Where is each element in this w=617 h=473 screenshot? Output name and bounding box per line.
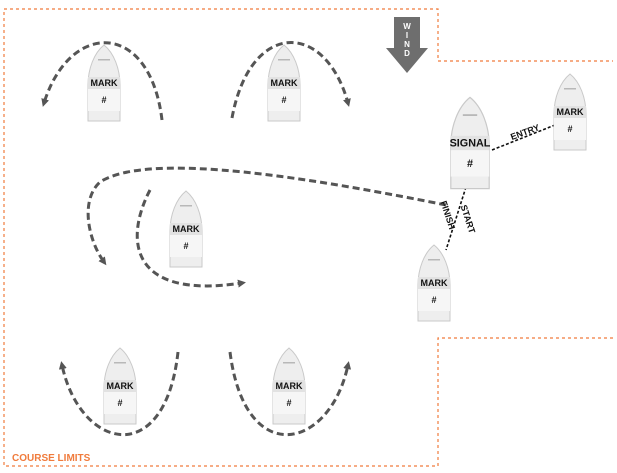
boat-number: # xyxy=(467,158,473,170)
boat-mark-start-finish: MARK # xyxy=(417,244,451,322)
wind-arrow-icon: W I N D xyxy=(386,17,428,73)
path-top-middle-loop xyxy=(230,41,351,119)
boat-mark-top-middle: MARK # xyxy=(267,44,301,122)
path-bottom-middle-loop xyxy=(228,351,352,437)
boat-mark-top-left: MARK # xyxy=(87,44,121,122)
entry-label: ENTRY xyxy=(509,122,541,142)
course-limits-boundary xyxy=(3,8,613,467)
boat-number: # xyxy=(431,295,436,305)
boat-label: MARK xyxy=(173,224,200,234)
boat-number: # xyxy=(117,398,122,408)
wind-letter-d: D xyxy=(404,49,410,58)
boat-number: # xyxy=(281,95,286,105)
boat-mark-bottom-middle: MARK # xyxy=(272,347,306,425)
path-top-left-loop xyxy=(41,41,164,121)
entry-line xyxy=(491,124,556,151)
start-finish-line xyxy=(445,186,467,251)
wind-letter-w: W xyxy=(403,22,411,31)
boat-mark-bottom-left: MARK # xyxy=(103,347,137,425)
boat-signal: SIGNAL # xyxy=(450,96,491,190)
boat-label: MARK xyxy=(91,78,118,88)
boat-number: # xyxy=(183,241,188,251)
boat-label: MARK xyxy=(557,107,584,117)
path-bottom-left-loop xyxy=(58,351,180,437)
boat-label: MARK xyxy=(276,381,303,391)
course-limits-label: COURSE LIMITS xyxy=(12,453,91,464)
boat-mark-center: MARK # xyxy=(169,190,203,268)
boat-mark-entry: MARK # xyxy=(553,73,587,151)
start-label: START xyxy=(459,204,478,235)
wind-letter-n: N xyxy=(404,40,410,49)
wind-letter-i: I xyxy=(406,31,408,40)
course-paths xyxy=(41,41,447,437)
path-middle-loop xyxy=(86,166,447,266)
boat-number: # xyxy=(286,398,291,408)
boat-label: MARK xyxy=(421,278,448,288)
boat-number: # xyxy=(101,95,106,105)
boat-label: SIGNAL xyxy=(450,138,491,150)
race-lines xyxy=(445,124,556,251)
boat-label: MARK xyxy=(271,78,298,88)
boat-number: # xyxy=(567,124,572,134)
boat-label: MARK xyxy=(107,381,134,391)
finish-label: FINISH xyxy=(439,199,458,230)
